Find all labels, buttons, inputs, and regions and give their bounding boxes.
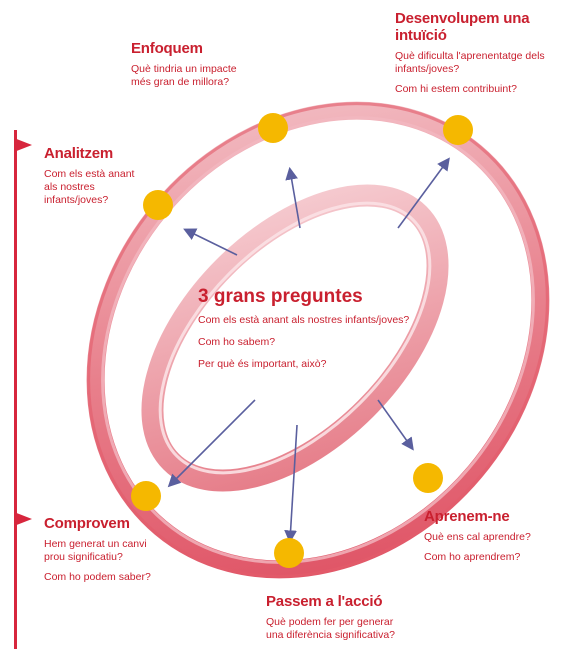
center-question-1: Com els està anant als nostres infants/j…	[198, 314, 410, 326]
center-questions: 3 grans preguntes Com els està anant als…	[198, 286, 409, 380]
flag-marker-top	[14, 138, 32, 152]
center-question-2: Com ho sabem?	[198, 336, 276, 348]
sidebar-line	[14, 130, 17, 649]
aprenem-title: Aprenem-ne	[424, 508, 510, 525]
passem-text: Què podem fer per generar una diferència…	[266, 616, 395, 642]
comprovem-line-1: Hem generat un canvi	[44, 538, 147, 550]
stage-comprovem: Comprovem Hem generat un canvi prou sign…	[44, 515, 151, 591]
arrow-to-aprenem	[377, 399, 414, 451]
arrow-to-comprovem	[167, 399, 256, 488]
enfoquem-line-1: Què tindria un impacte	[131, 63, 237, 75]
passem-title: Passem a l'acció	[266, 593, 383, 610]
stage-analitzem: Analitzem Com els està anant als nostres…	[44, 145, 134, 214]
analitzem-title: Analitzem	[44, 145, 114, 162]
enfoquem-line-2: més gran de millora?	[131, 76, 230, 88]
analitzem-text: Com els està anant als nostres infants/j…	[44, 168, 134, 207]
passem-line-1: Què podem fer per generar	[266, 616, 394, 628]
comprovem-line-3: Com ho podem saber?	[44, 571, 151, 583]
comprovem-line-2: prou significatiu?	[44, 551, 123, 563]
aprenem-text-2: Com ho aprendrem?	[424, 551, 531, 564]
dot-analitzem	[143, 190, 173, 220]
aprenem-line-1: Què ens cal aprendre?	[424, 531, 531, 543]
arrow-to-desenvolupem	[397, 157, 450, 229]
inner-ring	[141, 184, 449, 492]
stage-aprenem: Aprenem-ne Què ens cal aprendre? Com ho …	[424, 508, 531, 571]
stage-enfoquem: Enfoquem Què tindria un impacte més gran…	[131, 40, 237, 96]
stage-passem: Passem a l'acció Què podem fer per gener…	[266, 593, 395, 649]
analitzem-line-1: Com els està anant	[44, 168, 135, 180]
stage-dots	[131, 113, 473, 568]
desenvolupem-line-2: infants/joves?	[395, 63, 460, 75]
desenvolupem-title: Desenvolupem una intuïció	[395, 10, 530, 44]
aprenem-line-2: Com ho aprendrem?	[424, 551, 521, 563]
center-title: 3 grans preguntes	[198, 286, 363, 307]
stage-desenvolupem: Desenvolupem una intuïció Què dificulta …	[395, 10, 581, 103]
desenvolupem-text-2: Com hi estem contribuint?	[395, 83, 581, 96]
dot-aprenem	[413, 463, 443, 493]
arrow-to-enfoquem	[285, 166, 301, 229]
comprovem-text: Hem generat un canvi prou significatiu?	[44, 538, 151, 564]
dot-comprovem	[131, 481, 161, 511]
flag-marker-bottom	[14, 512, 32, 526]
arrow-to-passem	[284, 424, 298, 544]
passem-line-2: una diferència significativa?	[266, 629, 395, 641]
center-question-3: Per què és important, això?	[198, 358, 327, 370]
analitzem-line-3: infants/joves?	[44, 194, 109, 206]
enfoquem-title: Enfoquem	[131, 40, 203, 57]
desenvolupem-line-3: Com hi estem contribuint?	[395, 83, 517, 95]
desenvolupem-text: Què dificulta l'aprenentatge dels infant…	[395, 50, 581, 76]
arrows	[167, 157, 450, 544]
dot-desenvolupem	[443, 115, 473, 145]
arrow-to-analitzem	[183, 228, 238, 256]
comprovem-title: Comprovem	[44, 515, 130, 532]
dot-passem	[274, 538, 304, 568]
analitzem-line-2: als nostres	[44, 181, 95, 193]
desenvolupem-line-1: Què dificulta l'aprenentatge dels	[395, 50, 545, 62]
enfoquem-text: Què tindria un impacte més gran de millo…	[131, 63, 237, 89]
dot-enfoquem	[258, 113, 288, 143]
aprenem-text: Què ens cal aprendre?	[424, 531, 531, 544]
comprovem-text-2: Com ho podem saber?	[44, 571, 151, 584]
